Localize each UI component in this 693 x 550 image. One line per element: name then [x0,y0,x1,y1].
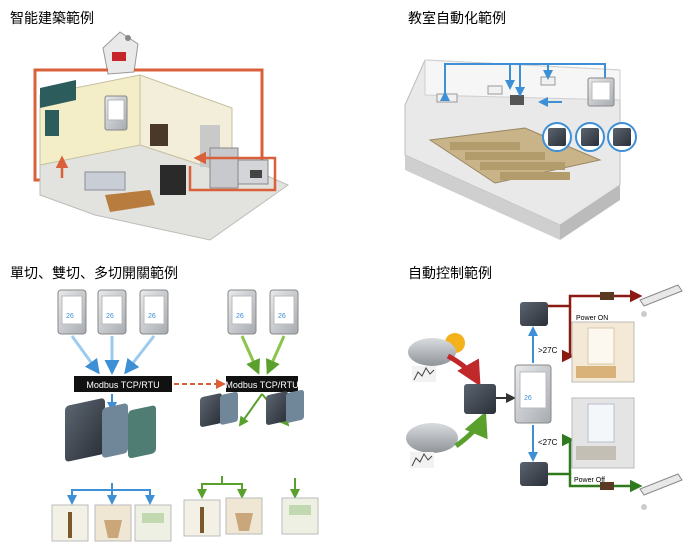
title-smart-building: 智能建築範例 [10,11,94,27]
power-off-label: Power Off [574,477,605,484]
switch-examples-diagram: 26 26 26 26 26 Modbus TCP/RTU Modbus TCP… [51,289,319,542]
device-screen-value: 26 [66,313,74,320]
device-screen-value: 26 [148,313,156,320]
title-classroom: 教室自動化範例 [408,11,506,27]
title-switch-examples: 單切、雙切、多切開關範例 [10,266,178,282]
room-dim-image [571,397,635,469]
room-lit-image [571,321,635,383]
sunny-cloud-icon [408,333,465,382]
modbus-box-right: Modbus TCP/RTU [225,376,299,392]
modbus-label-left: Modbus TCP/RTU [86,380,159,390]
modbus-label-right: Modbus TCP/RTU [225,380,298,390]
device-screen-value: 26 [524,395,532,402]
router-device [102,31,139,75]
switch-panel-left-3: 26 [139,289,169,335]
title-auto-control: 自動控制範例 [408,266,492,282]
device-screen-value: 26 [106,313,114,320]
switch-panel-left-2: 26 [97,289,127,335]
center-control-panel: 26 [514,364,552,424]
device-screen-value: 26 [278,313,286,320]
power-on-label: Power ON [576,315,608,322]
switch-panel-right-2: 26 [269,289,299,335]
smart-building-illustration [33,31,290,241]
auto-control-diagram: 26 >27C <27C Power ON Power Off [406,284,683,510]
device-screen-value: 26 [236,313,244,320]
temp-high-label: >27C [538,346,558,355]
switch-panel-left-1: 26 [57,289,87,335]
classroom-illustration [404,59,637,240]
ac-unit-on [639,284,683,317]
ac-unit-off [639,473,683,510]
io-modules-left [65,398,156,462]
rain-cloud-icon [406,423,458,468]
io-modules-right [200,389,304,427]
temp-low-label: <27C [538,438,558,447]
modbus-box-left: Modbus TCP/RTU [74,376,172,392]
switch-panel-right-1: 26 [227,289,257,335]
